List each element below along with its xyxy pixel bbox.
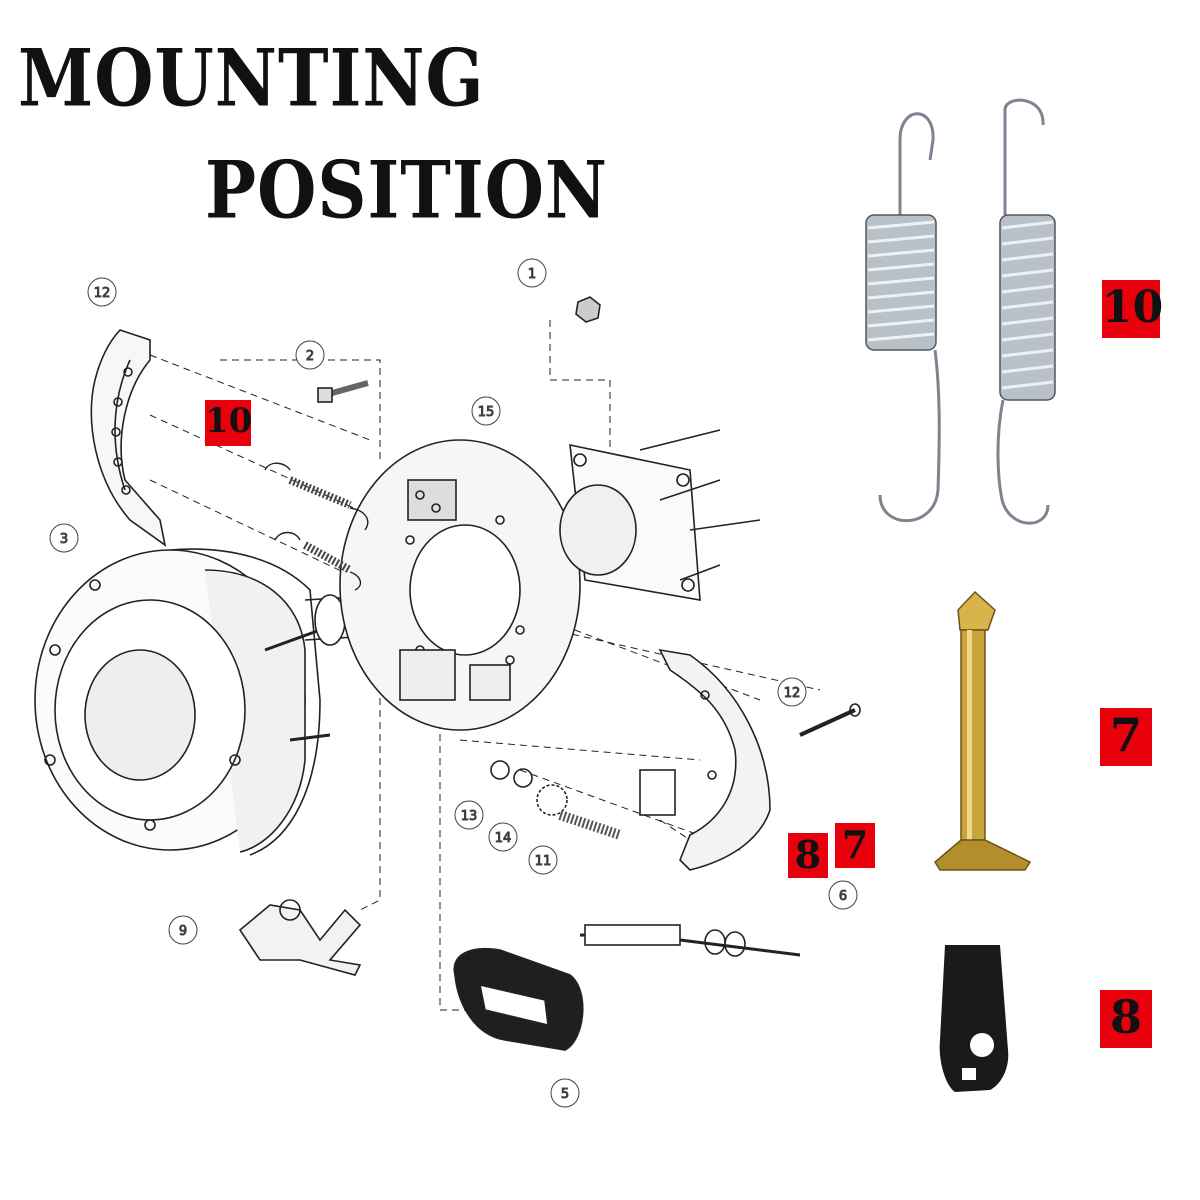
- svg-text:2: 2: [306, 349, 314, 364]
- callout-12a: 12: [87, 277, 117, 307]
- callouts: 1 2 3 5 6 9 11 12 12 13 14 15: [49, 258, 858, 1108]
- boot-icon: [453, 948, 584, 1051]
- callout-11: 11: [528, 845, 558, 875]
- spring-icon-2: [996, 98, 1056, 525]
- callout-12b: 12: [777, 677, 807, 707]
- callout-13: 13: [454, 800, 484, 830]
- cable-icon: [579, 924, 801, 957]
- side-label-8: 8: [1100, 990, 1152, 1048]
- callout-9: 9: [168, 915, 198, 945]
- diagram-pin-icon: [799, 703, 861, 737]
- svg-text:1: 1: [528, 267, 536, 282]
- svg-text:11: 11: [535, 854, 552, 869]
- pin-icon: [934, 590, 1032, 871]
- diagram-springs-icon: [264, 462, 369, 591]
- nut-icon: [575, 296, 601, 323]
- callout-5: 5: [550, 1078, 580, 1108]
- callout-14: 14: [488, 822, 518, 852]
- callout-15: 15: [471, 396, 501, 426]
- diagram-label-7: 7: [835, 823, 875, 868]
- brake-shoe-right-icon: [639, 648, 771, 871]
- callout-6: 6: [828, 880, 858, 910]
- axle-housing-icon: [559, 429, 761, 601]
- diagram-label-10: 10: [205, 400, 252, 446]
- svg-text:6: 6: [839, 889, 847, 904]
- spring-icon: [865, 112, 941, 523]
- title-line-1: MOUNTING: [18, 33, 485, 126]
- svg-text:13: 13: [461, 809, 478, 824]
- svg-text:12: 12: [784, 686, 801, 701]
- adjuster-parts-icon: [490, 760, 622, 840]
- bolt-icon: [317, 380, 369, 403]
- svg-text:9: 9: [179, 924, 187, 939]
- backing-plate-icon: [339, 439, 581, 731]
- diagram-label-8: 8: [788, 833, 828, 878]
- brake-drum-icon: [34, 548, 331, 856]
- svg-text:5: 5: [561, 1087, 569, 1102]
- lever-icon: [238, 899, 362, 976]
- clip-icon: [939, 945, 1009, 1092]
- svg-text:15: 15: [478, 405, 495, 420]
- title-line-2: POSITION: [205, 145, 609, 238]
- brake-shoe-left-icon: [90, 329, 167, 547]
- callout-2: 2: [295, 340, 325, 370]
- side-label-7: 7: [1100, 708, 1152, 766]
- callout-1: 1: [517, 258, 547, 288]
- svg-text:3: 3: [60, 532, 68, 547]
- svg-text:14: 14: [495, 831, 512, 846]
- callout-3: 3: [49, 523, 79, 553]
- side-label-10: 10: [1102, 280, 1163, 338]
- svg-text:12: 12: [94, 286, 111, 301]
